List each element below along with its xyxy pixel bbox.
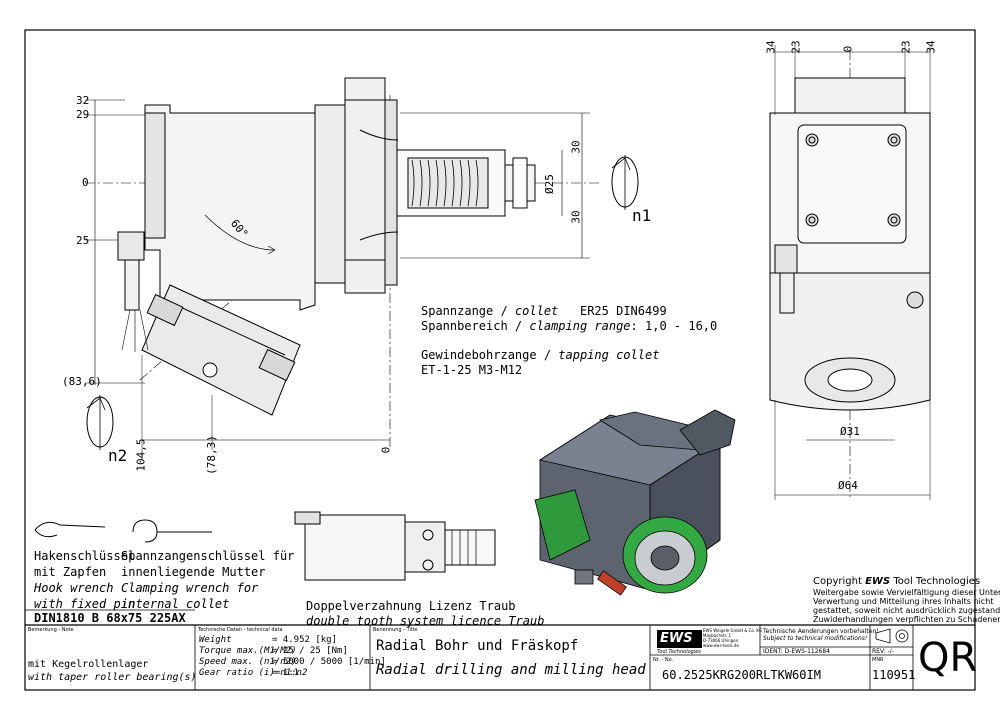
company-address: EWS Weigele GmbH & Co. KG Maybachstr. 1 … [703, 628, 763, 648]
title-en: Radial drilling and milling head [376, 662, 646, 678]
dim-30-top: 30 [569, 140, 583, 154]
tech-data-header: Technische Daten - technical data [198, 627, 283, 633]
side-dim-dia-31: Ø31 [840, 425, 860, 438]
ews-logo: EWS [660, 631, 693, 646]
label-n1: n1 [632, 206, 652, 225]
clamping-range-line: Spannbereich / clamping range: 1,0 - 16,… [421, 319, 718, 333]
iso-render-3d [534, 409, 736, 596]
ews-logo-bg [657, 630, 702, 648]
double-tooth-note: Doppelverzahnung Lizenz Traub double too… [306, 599, 545, 628]
dim-32: 32 [76, 94, 90, 107]
dim-30-bottom: 30 [569, 210, 583, 224]
tapping-collet-line-1: Gewindebohrzange / tapping collet [421, 348, 660, 362]
part-number: 60.2525KRG200RLTKW60IM [662, 668, 821, 682]
collet-line-1: Spannzange / collet ER25 DIN6499 [421, 304, 667, 318]
front-view [85, 77, 639, 460]
dim-0-bottom: 0 [379, 446, 393, 454]
side-dim-34-left: 34 [764, 40, 778, 54]
side-dim-dia-64: Ø64 [838, 479, 858, 492]
logo-subtitle: Tool Technologies [657, 649, 701, 655]
clamping-wrench-note: Spannzangenschlüssel für innenliegende M… [121, 549, 295, 611]
title-de: Radial Bohr und Fräskopf [376, 638, 579, 654]
tapping-collet-line-2: ET-1-25 M3-M12 [421, 363, 523, 377]
qr-mark: QR [918, 635, 978, 681]
remark-text: mit Kegelrollenlager with taper roller b… [28, 659, 197, 683]
side-dim-0: 0 [841, 45, 855, 53]
side-view [769, 45, 931, 500]
projection-symbol [875, 628, 909, 644]
dim-104-5: 104,5 [134, 438, 148, 472]
double-tooth-sketch [294, 511, 496, 581]
side-dim-23-left: 23 [789, 40, 803, 54]
change-note: Technische Aenderungen vorbehalten! Subj… [763, 628, 879, 642]
sheet-border [24, 29, 976, 691]
dim-29: 29 [76, 108, 90, 121]
dim-83-6: (83,6) [62, 375, 102, 388]
label-n2: n2 [108, 446, 128, 465]
copyright-title: Copyright EWS Tool Technologies [813, 576, 981, 587]
dim-0: 0 [82, 176, 89, 189]
din-note: DIN1810 B 68x75 225AX [34, 611, 186, 625]
material-number: 110951 [872, 668, 916, 682]
title-block-grid [25, 609, 914, 690]
title-header: Benennung - Title [373, 627, 418, 633]
number-header: Nr. - No. [653, 657, 674, 663]
dim-25: 25 [76, 234, 90, 247]
revision: REV: -/- [872, 648, 894, 655]
wrench-sketches [34, 519, 212, 543]
dim-78-3: (78,3) [204, 435, 218, 475]
side-dim-34-right: 34 [924, 40, 938, 54]
remark-header: Bemerkung - Note [28, 627, 74, 633]
ident: IDENT: D-EWS-112684 [763, 648, 830, 655]
side-dim-23-right: 23 [899, 40, 913, 54]
copyright-text: Weitergabe sowie Vervielfältigung dieser… [813, 588, 1000, 624]
dim-dia-25: Ø25 [542, 174, 556, 194]
tech-data: Weight= 4.952 [kg] Torque max.(M1/M2)= 2… [199, 635, 386, 678]
mnr-header: MNR [872, 657, 884, 663]
hook-wrench-note: Hakenschlüssel mit Zapfen Hook wrench wi… [34, 549, 136, 611]
